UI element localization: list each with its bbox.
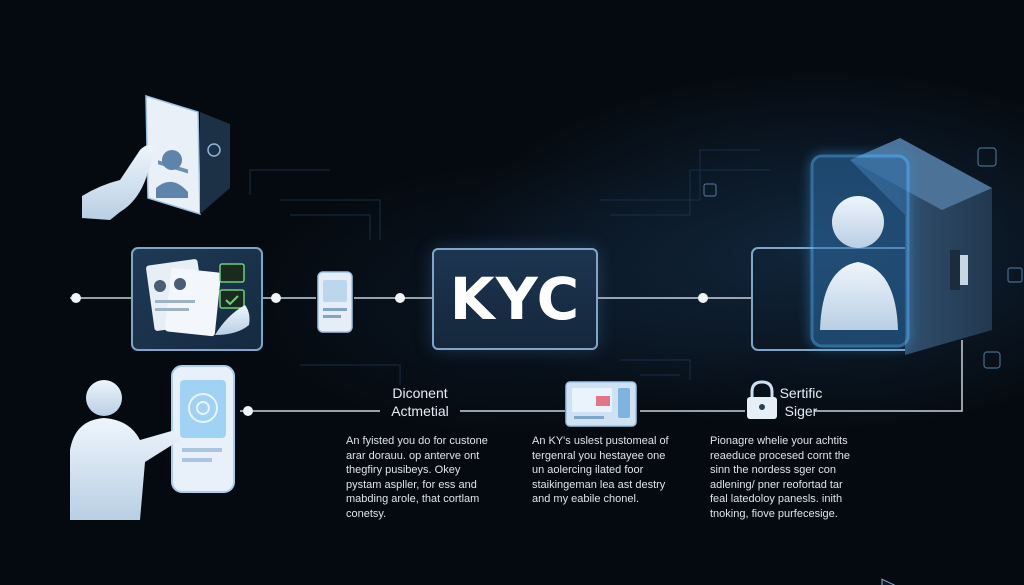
phone-id-icon <box>317 271 353 333</box>
description-1-line: pystam aspller, for ess and <box>346 478 477 491</box>
hand-document-icon <box>82 94 230 220</box>
description-3-line: reaeduce procesed cornt the <box>710 449 851 462</box>
description-2-line: un aolercing ilated foor <box>532 464 644 476</box>
description-3-line: sinn the nordess sger con <box>710 464 836 476</box>
description-2: An KY's uslest pustomeal of tergenral yo… <box>532 434 692 507</box>
node-5 <box>243 406 253 416</box>
step-label-document: Diconent Actmetial <box>378 384 462 420</box>
description-3-line: adlening/ pner reofortad tar <box>710 478 843 491</box>
step-label-certific-line1: Sertific <box>779 385 823 401</box>
description-1-line: conetsy. <box>346 507 387 520</box>
lock-icon <box>747 380 777 419</box>
node-4 <box>698 293 708 303</box>
step-label-certific: Sertific Siger <box>766 384 836 420</box>
description-2-line: tergenral you hestayee one <box>532 449 666 462</box>
step-label-document-line1: Diconent <box>392 385 448 401</box>
description-2-line: and my eabile chonel. <box>532 493 640 505</box>
description-1-line: thegfiry pusibeys. Okey <box>346 464 461 476</box>
description-3-line: tnoking, fiove purfecesige. <box>710 507 838 520</box>
documents-box <box>131 247 263 351</box>
step-label-certific-line2: Siger <box>784 403 818 419</box>
person-phone-icon <box>70 365 235 520</box>
description-2-line: staikingeman lea ast destry <box>532 478 666 491</box>
step-label-document-line2: Actmetial <box>391 403 449 419</box>
lower-connector <box>240 340 963 412</box>
node-1 <box>71 293 81 303</box>
description-3-line: feal latedoloy panesls. inith <box>710 493 843 505</box>
documents-check-icon <box>146 259 250 337</box>
description-1-line: mabding arole, that cortlam <box>346 493 480 505</box>
description-1-line: arar dorauu. op anterve ont <box>346 449 480 462</box>
description-3-line: Pionagre whelie your achtits <box>710 435 848 447</box>
main-connector-nodes <box>71 293 708 303</box>
kyc-title: KYC <box>449 265 581 333</box>
description-3: Pionagre whelie your achtits reaeduce pr… <box>710 434 870 521</box>
kyc-box: KYC <box>432 248 598 350</box>
node-3 <box>395 293 405 303</box>
description-1-line: An fyisted you do for custone <box>346 435 488 447</box>
description-2-line: An KY's uslest pustomeal of <box>532 435 669 447</box>
server-avatar-icon <box>703 138 1023 585</box>
description-1: An fyisted you do for custone arar dorau… <box>346 434 506 521</box>
card-icon <box>565 381 637 427</box>
node-2 <box>271 293 281 303</box>
circuit-traces <box>249 149 770 385</box>
